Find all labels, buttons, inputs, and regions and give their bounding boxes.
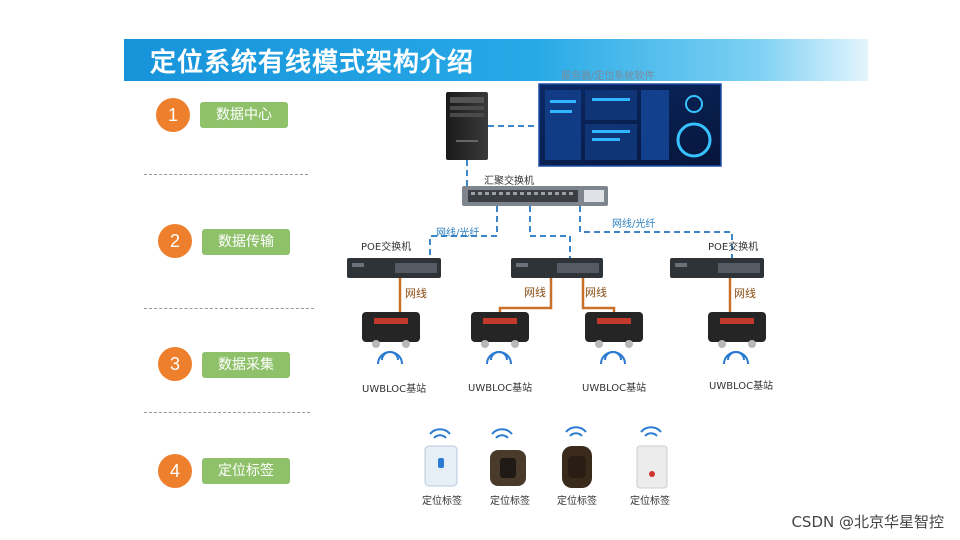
step-4-label: 定位标签 [202,458,290,484]
wifi-icon [491,428,513,439]
cable-label: 网线 [405,287,427,300]
base-station-icon [708,312,766,365]
tag-label: 定位标签 [422,496,462,507]
poe-switch-icon [347,258,441,278]
base-station-label: UWBLOC基站 [468,383,533,394]
poe-switch-icon [670,258,764,278]
tag-label: 定位标签 [490,496,530,507]
wifi-icon [565,426,587,437]
watch-tag-icon [490,450,526,486]
step-divider [144,412,310,413]
step-1-number: 1 [156,98,190,132]
card-tag-icon [424,445,458,487]
title-banner [124,39,868,81]
base-station-label: UWBLOC基站 [709,381,774,392]
base-station-label: UWBLOC基站 [362,384,427,395]
base-station-label: UWBLOC基站 [582,383,647,394]
cable-label: 网线 [734,287,756,300]
wifi-icon [429,428,451,439]
step-3-number: 3 [158,347,192,381]
core-switch-icon [462,186,608,206]
server-software-label: 服务器/定位系统软件 [561,71,655,82]
server-tower-icon [446,92,488,160]
step-3-label: 数据采集 [202,352,290,378]
cable-label: 网线 [585,286,607,299]
poe-switch-icon [511,258,603,278]
fiber-label: 网线/光纤 [612,219,656,230]
core-switch-label: 汇聚交换机 [484,176,534,187]
base-station-icon [585,312,643,365]
poe-switch-label: POE交换机 [708,242,759,253]
badge-tag-icon [636,445,668,489]
base-station-icon [471,312,529,365]
tag-label: 定位标签 [557,496,597,507]
step-1-label: 数据中心 [200,102,288,128]
step-divider [144,174,308,175]
step-2-label: 数据传输 [202,229,290,255]
tag-label: 定位标签 [630,496,670,507]
poe-switch-label: POE交换机 [361,242,412,253]
cable-label: 网线 [524,286,546,299]
dashboard-screen-icon [538,83,722,167]
wifi-icon [640,426,662,437]
page-title: 定位系统有线模式架构介绍 [150,48,475,78]
base-station-icon [362,312,420,365]
step-divider [144,308,314,309]
wristband-tag-icon [562,446,592,488]
watermark: CSDN @北京华星智控 [791,513,944,531]
fiber-label: 网线/光纤 [436,228,480,239]
step-2-number: 2 [158,224,192,258]
step-4-number: 4 [158,454,192,488]
